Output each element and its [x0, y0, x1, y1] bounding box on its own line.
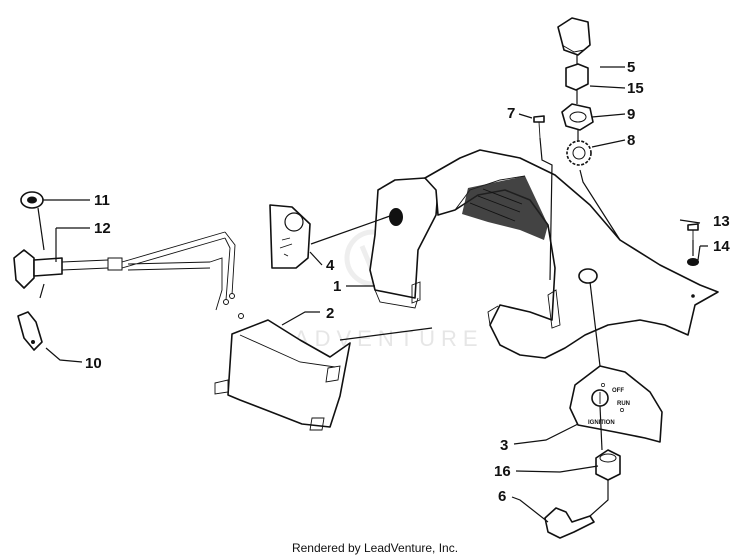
steering-cover-housing	[369, 149, 719, 359]
callout-1: 1	[333, 278, 341, 295]
callout-12: 12	[94, 220, 111, 237]
callout-2: 2	[326, 305, 334, 322]
ignition-switch: OFF RUN IGNITION	[544, 365, 663, 539]
credit-text: Rendered by LeadVenture, Inc.	[291, 541, 459, 555]
callout-3: 3	[500, 437, 508, 454]
callout-10: 10	[85, 355, 102, 372]
callout-6: 6	[498, 488, 506, 505]
callout-7: 7	[507, 105, 515, 122]
callout-14: 14	[713, 238, 730, 255]
leader-lines	[37, 66, 708, 523]
callout-5: 5	[627, 59, 635, 76]
switch-label-run: RUN	[617, 401, 630, 407]
label-plate	[269, 204, 311, 269]
callout-16: 16	[494, 463, 511, 480]
callout-13: 13	[713, 213, 730, 230]
callout-15: 15	[627, 80, 644, 97]
callout-11: 11	[94, 192, 110, 209]
callout-8: 8	[627, 132, 635, 149]
callout-4: 4	[326, 257, 335, 274]
switch-label-off: OFF	[612, 388, 624, 394]
callout-labels: 5 15 9 8 7 13 14 11 12 10 4 1 2 3 16 6	[85, 59, 730, 505]
lower-cover-panel	[214, 319, 351, 431]
switch-knob-stack	[557, 17, 594, 166]
callout-9: 9	[627, 106, 635, 123]
screw-fasteners	[533, 115, 699, 281]
choke-cable-assembly	[13, 191, 244, 351]
